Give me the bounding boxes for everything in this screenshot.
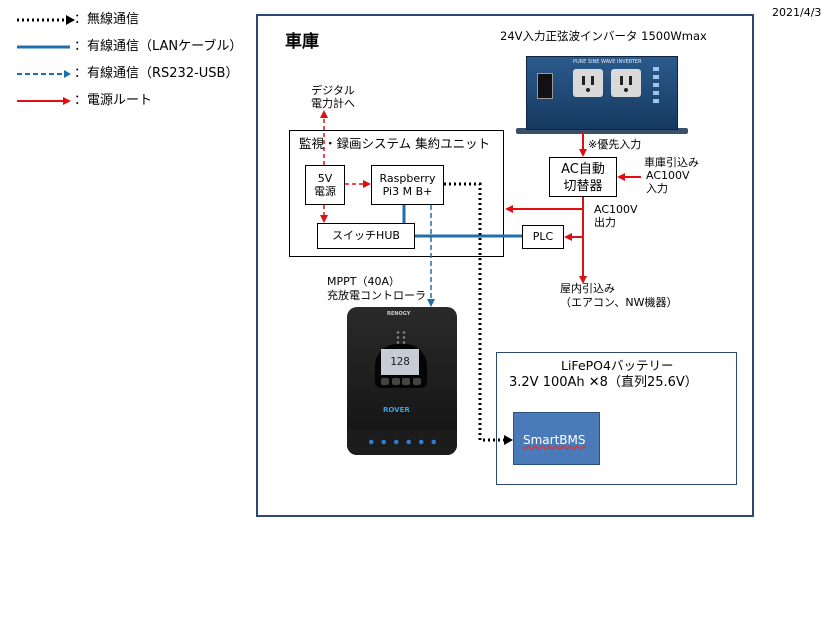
garage-in-line3: 入力 [646,182,668,195]
legend-lan-label: ：有線通信（LANケーブル） [74,39,243,54]
psu-box: 5V 電源 [305,165,345,205]
house-label: 屋内引込み （エアコン、NW機器） [560,282,677,310]
ac-out-label: AC100V 出力 [594,203,638,229]
legend-power-arrow [63,97,71,105]
rpi-line1: Raspberry [379,172,436,185]
garage-in-label: 車庫引込み AC100V 入力 [644,156,699,195]
ac-out-line1: AC100V [594,203,638,216]
mppt-line1: MPPT（40A） [327,275,400,288]
legend-wireless-label: ：無線通信 [74,12,140,27]
plc-box: PLC [522,225,564,249]
date-label: 2021/4/3 [772,6,822,19]
smartbms-label: SmartBMS [523,433,586,447]
mppt-line2: 充放電コントローラ [327,289,426,302]
legend-rs232-arrow [64,70,71,78]
mppt-terminal-strip [347,429,457,455]
psu-line2: 電源 [314,185,336,198]
meter-line2: 電力計へ [311,97,355,110]
garage-in-line2: AC100V [646,169,690,182]
garage-in-line1: 車庫引込み [644,156,699,169]
house-line1: 屋内引込み [560,282,615,295]
inverter-indicator-icon [653,67,659,107]
mppt-led-icons [395,330,407,344]
mppt-brand: RENOGY [387,311,411,317]
monitor-unit-title: 監視・録画システム 集約ユニット [299,136,491,151]
mppt-display: 128 [381,349,419,375]
ac-switch-line1: AC自動 [561,162,605,177]
inverter-panel-text: PURE SINE WAVE INVERTER [573,59,642,65]
battery-spec: 3.2V 100Ah ✕8（直列25.6V） [509,375,698,390]
garage-title: 車庫 [285,32,319,52]
inverter-priority-note: ※優先入力 [588,138,642,151]
inverter-caption: 24V入力正弦波インバータ 1500Wmax [500,29,707,43]
ac-out-line2: 出力 [594,216,616,229]
battery-title: LiFePO4バッテリー [561,358,674,373]
inverter-outlet-right [611,69,641,97]
legend-rs232-label: ：有線通信（RS232-USB） [74,66,239,81]
mppt-display-value: 128 [390,355,410,368]
inverter-switch-icon [537,73,553,99]
inverter-image: PURE SINE WAVE INVERTER [516,56,688,136]
ac-switch-line2: 切替器 [563,179,603,194]
raspberry-pi-box: Raspberry Pi3 M B+ [371,165,444,205]
garage-box [256,14,754,517]
inverter-body: PURE SINE WAVE INVERTER [526,56,678,130]
meter-label: デジタル 電力計へ [311,84,355,110]
house-line2: （エアコン、NW機器） [560,296,678,309]
psu-line1: 5V [317,172,333,185]
meter-line1: デジタル [311,84,355,97]
wireless-rpi-to-bms [444,182,506,442]
legend: ：無線通信 ：有線通信（LANケーブル） ：有線通信（RS232-USB） ：電… [0,0,250,110]
legend-wireless-arrow [66,15,75,25]
inverter-outlet-left [573,69,603,97]
mppt-buttons [381,378,421,386]
rpi-line2: Pi3 M B+ [382,185,433,198]
legend-lines [17,15,75,105]
legend-power-label: ：電源ルート [74,93,153,108]
ac-switch-box: AC自動 切替器 [549,157,617,197]
switch-hub-box: スイッチHUB [317,223,415,249]
smartbms-box: SmartBMS [513,412,600,465]
mppt-label: MPPT（40A） 充放電コントローラ [327,275,426,303]
inverter-feet [516,128,688,134]
mppt-model: ROVER [383,406,410,414]
mppt-controller-image: RENOGY 128 ROVER [347,307,457,455]
